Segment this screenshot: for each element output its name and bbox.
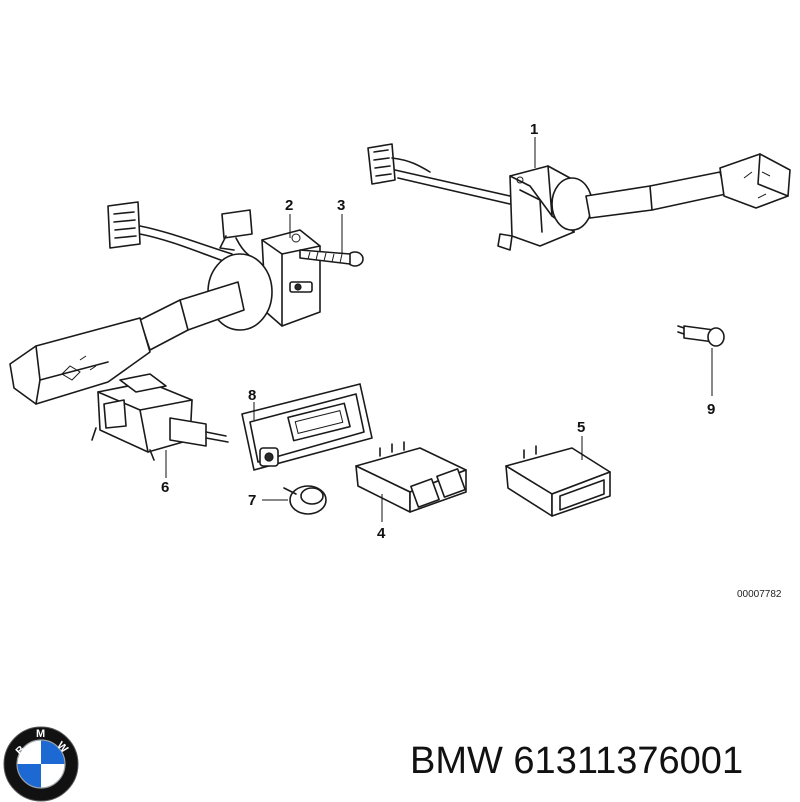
callout-3: 3 (337, 197, 345, 214)
part-9-bulb (677, 325, 725, 396)
callout-1: 1 (530, 121, 538, 138)
part-3-screw (299, 214, 364, 267)
part-7-knob (262, 485, 327, 515)
callout-8: 8 (248, 387, 256, 404)
part-1-wiper-switch (367, 137, 791, 251)
callout-2: 2 (285, 197, 293, 214)
callout-5: 5 (577, 419, 585, 436)
part-4-switch-module (355, 441, 467, 522)
part-6-switch-block (91, 373, 229, 478)
logo-letter-m: M (36, 728, 45, 740)
bmw-logo: B M W (3, 726, 79, 802)
part-number: BMW 61311376001 (410, 740, 744, 782)
part-2-turn-signal-switch (9, 201, 321, 405)
callout-6: 6 (161, 479, 169, 496)
callout-4: 4 (377, 525, 386, 542)
part-8-panel (241, 383, 373, 471)
diagram-code: 00007782 (737, 589, 782, 600)
part-5-switch-module (505, 436, 611, 517)
callout-9: 9 (707, 401, 715, 418)
callout-7: 7 (248, 492, 256, 509)
